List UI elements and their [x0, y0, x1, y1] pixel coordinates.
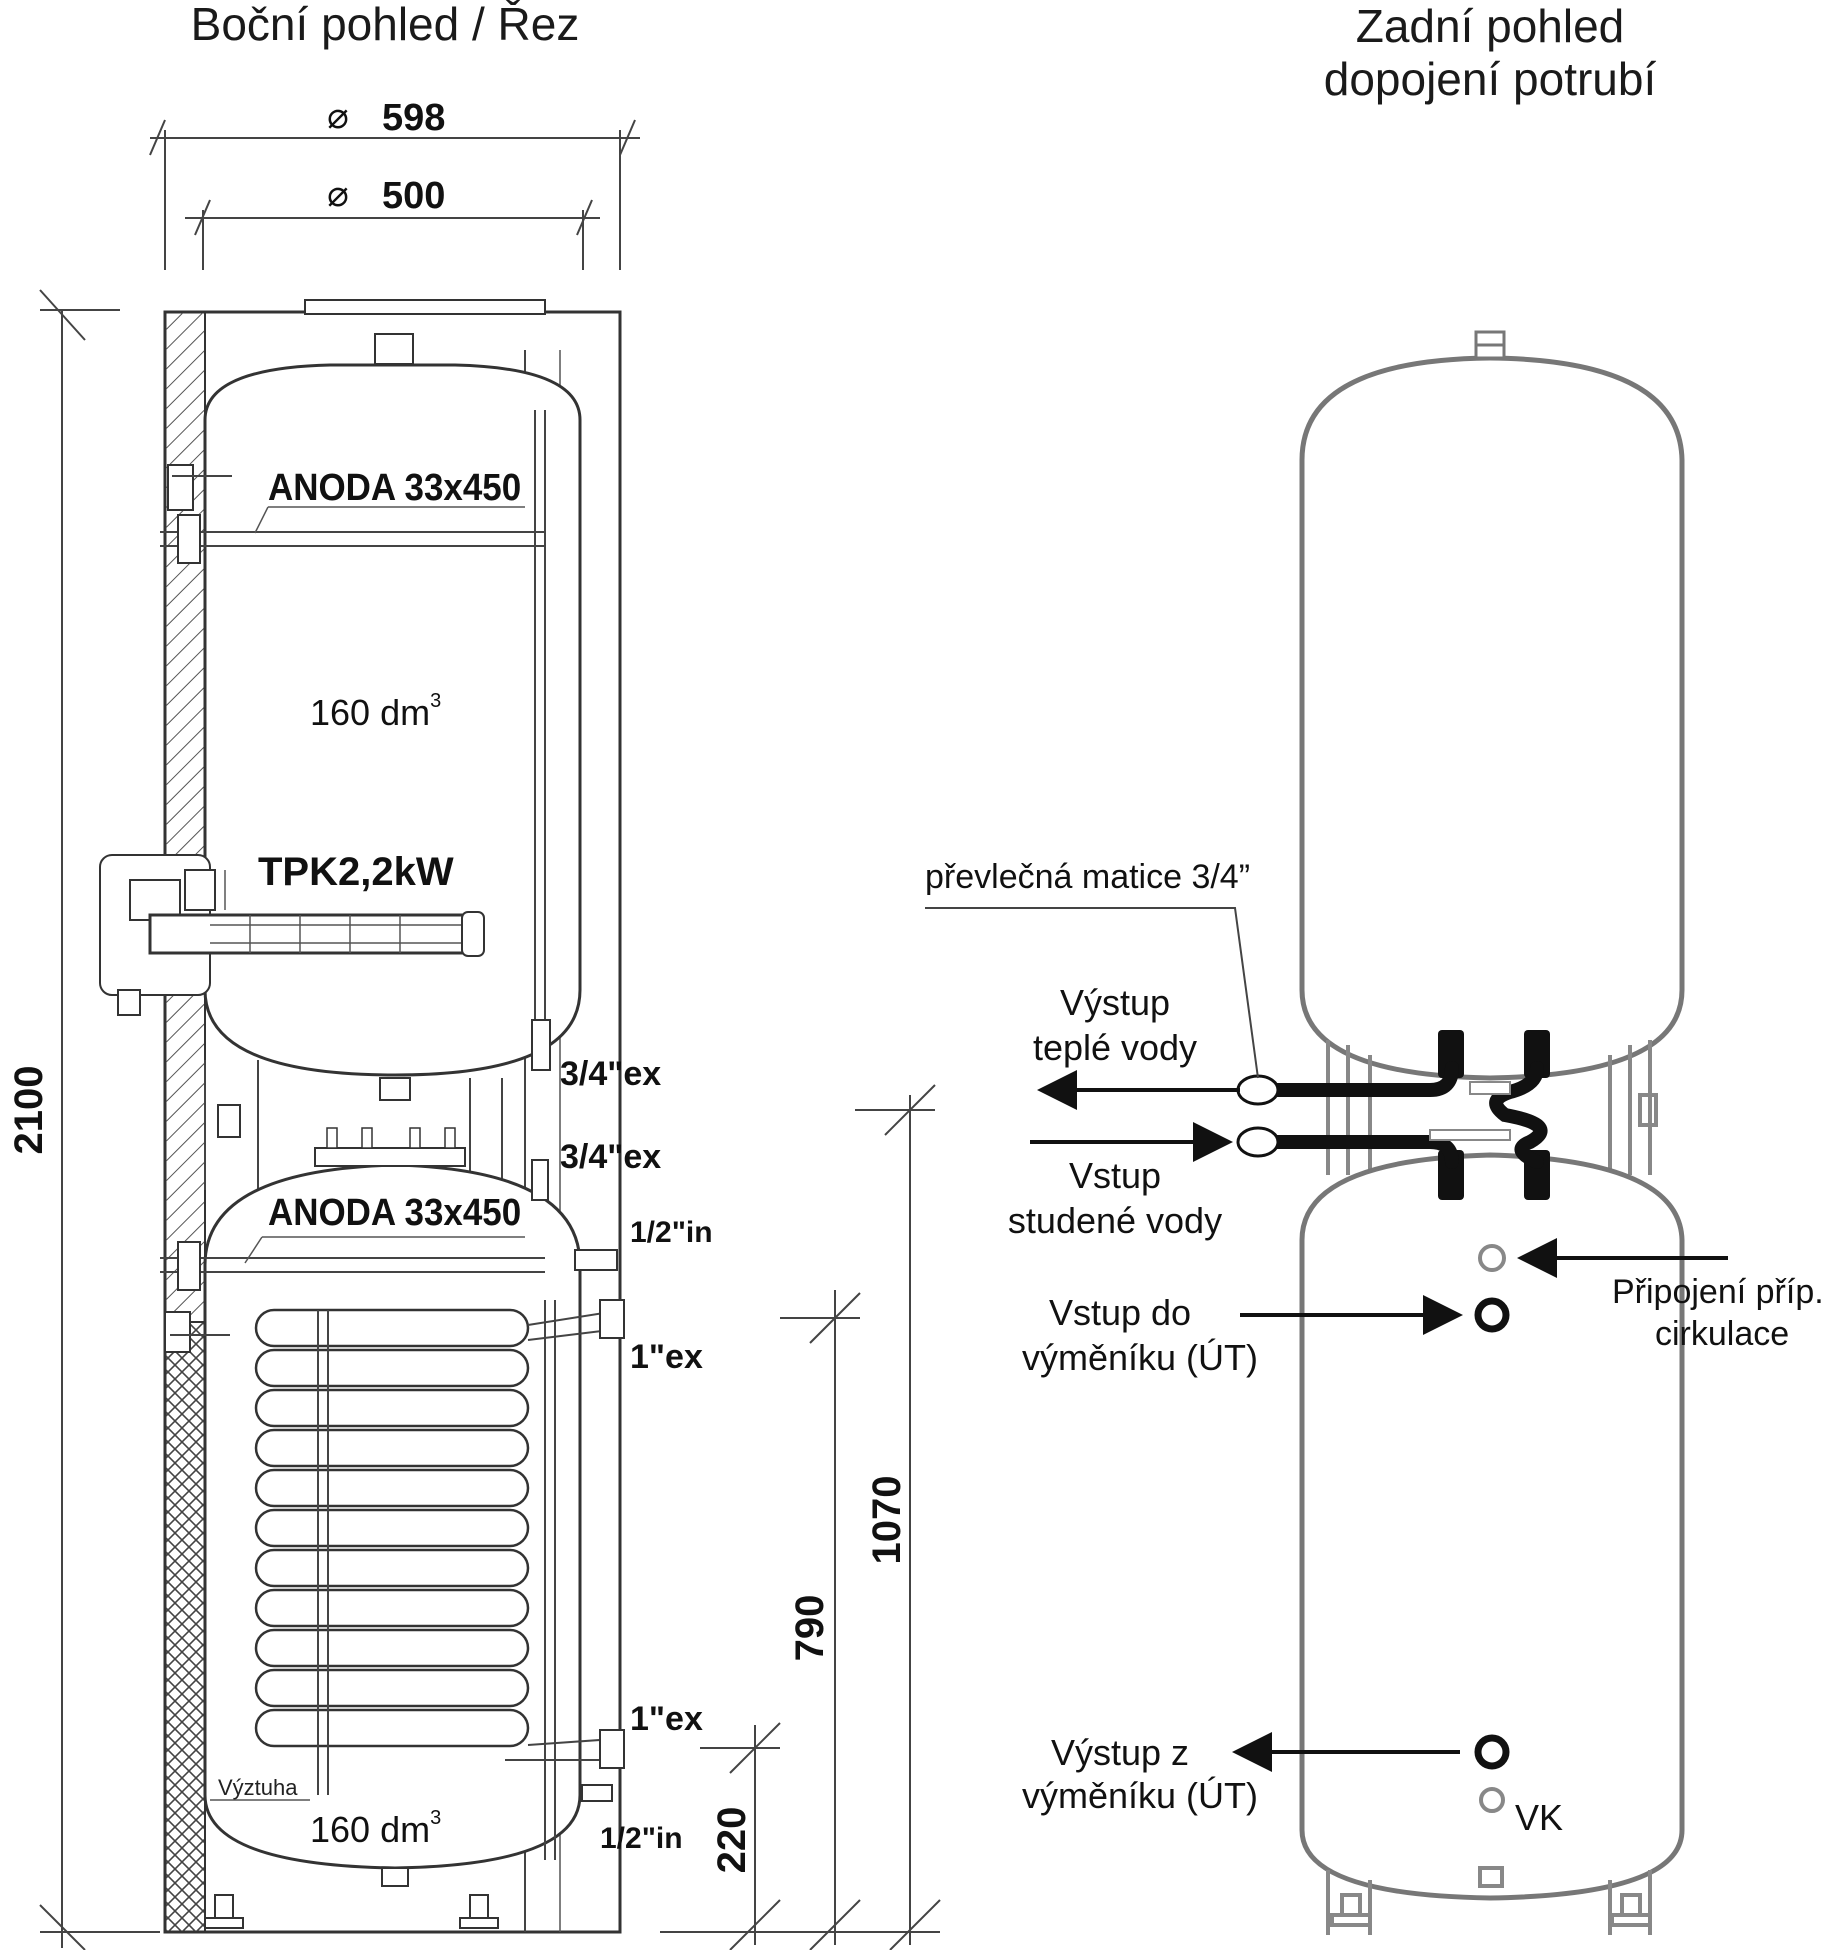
cold-in-line2: studené vody: [1008, 1200, 1222, 1241]
hot-out-line2: teplé vody: [1033, 1027, 1197, 1068]
conn-label-2: 3/4"ex: [560, 1138, 661, 1176]
total-height-dimension: 2100: [7, 289, 160, 1950]
nut-label: převlečná matice 3/4”: [925, 858, 1250, 896]
dim-1070: 1070: [865, 1476, 909, 1565]
diameter-symbol-598: ⌀: [327, 95, 349, 136]
heat-exchanger-coil: [164, 1299, 625, 1860]
left-view-title: Boční pohled / Řez: [191, 0, 580, 50]
dim-220: 220: [710, 1807, 754, 1874]
circulation-line2: cirkulace: [1655, 1315, 1789, 1353]
right-view-title-line2: dopojení potrubí: [1324, 53, 1657, 105]
anode-top-label: ANODA 33x450: [268, 466, 521, 509]
connection-pipes: [1236, 1030, 1550, 1200]
insulation-crosshatched: [164, 1321, 206, 1933]
diameter-dimensions: ⌀ 598 ⌀ 500: [149, 95, 640, 270]
height-dimensions-right: 1070 790 220: [660, 1084, 941, 1950]
circulation-port: [1478, 1244, 1506, 1272]
exch-out-line2: výměníku (ÚT): [1022, 1775, 1258, 1816]
hot-out-line1: Výstup: [1060, 982, 1170, 1023]
exchanger-in-port: [1474, 1297, 1510, 1333]
nut-leader: [925, 907, 1259, 1079]
side-section-view: Boční pohled / Řez ⌀ 598 ⌀ 500 2100: [7, 0, 941, 1950]
rear-lower-tank: [1299, 1152, 1685, 1901]
exchanger-out-port: [1474, 1734, 1510, 1770]
right-view-title-line1: Zadní pohled: [1356, 0, 1625, 52]
rear-view: Zadní pohled dopojení potrubí: [925, 0, 1824, 1935]
exch-in-line2: výměníku (ÚT): [1022, 1337, 1258, 1378]
upper-tank-section: ANODA 33x450 160 dm3 TPK2,2kW: [99, 333, 582, 1101]
rear-frame-middle: [1326, 1040, 1658, 1175]
drain-port: [1479, 1787, 1505, 1813]
connection-labels: 3/4"ex 3/4"ex 1/2"in 1"ex 1"ex 1/2"in: [560, 1055, 713, 1855]
drain-label: VK: [1515, 1797, 1563, 1838]
volume-bottom: 160 dm3: [310, 1807, 441, 1850]
cold-in-line1: Vstup: [1069, 1155, 1161, 1196]
rear-upper-tank: [1299, 355, 1685, 1081]
reinforcement-label: Výztuha: [218, 1775, 298, 1800]
insulation-hatched: [164, 311, 206, 1323]
heater-label: TPK2,2kW: [258, 850, 454, 894]
lower-tank-section: ANODA 33x450: [160, 1127, 625, 1929]
top-cover: [304, 299, 546, 315]
dim-790: 790: [788, 1595, 832, 1662]
circulation-line1: Připojení příp.: [1612, 1273, 1824, 1311]
rear-feet: [1326, 1866, 1652, 1935]
conn-label-1: 3/4"ex: [560, 1055, 661, 1093]
dim-2100: 2100: [7, 1066, 51, 1155]
anode-bottom-label: ANODA 33x450: [268, 1191, 521, 1234]
conn-label-6: 1/2"in: [600, 1822, 683, 1855]
heater-element: [99, 854, 485, 1016]
conn-label-5: 1"ex: [630, 1700, 703, 1738]
conn-label-3: 1/2"in: [630, 1216, 713, 1249]
exch-out-line1: Výstup z: [1051, 1732, 1189, 1773]
dim-598: 598: [382, 97, 445, 139]
conn-label-4: 1"ex: [630, 1338, 703, 1376]
diameter-symbol-500: ⌀: [327, 173, 349, 214]
dim-500: 500: [382, 175, 445, 217]
exch-in-line1: Vstup do: [1049, 1292, 1191, 1333]
volume-top: 160 dm3: [310, 690, 441, 733]
